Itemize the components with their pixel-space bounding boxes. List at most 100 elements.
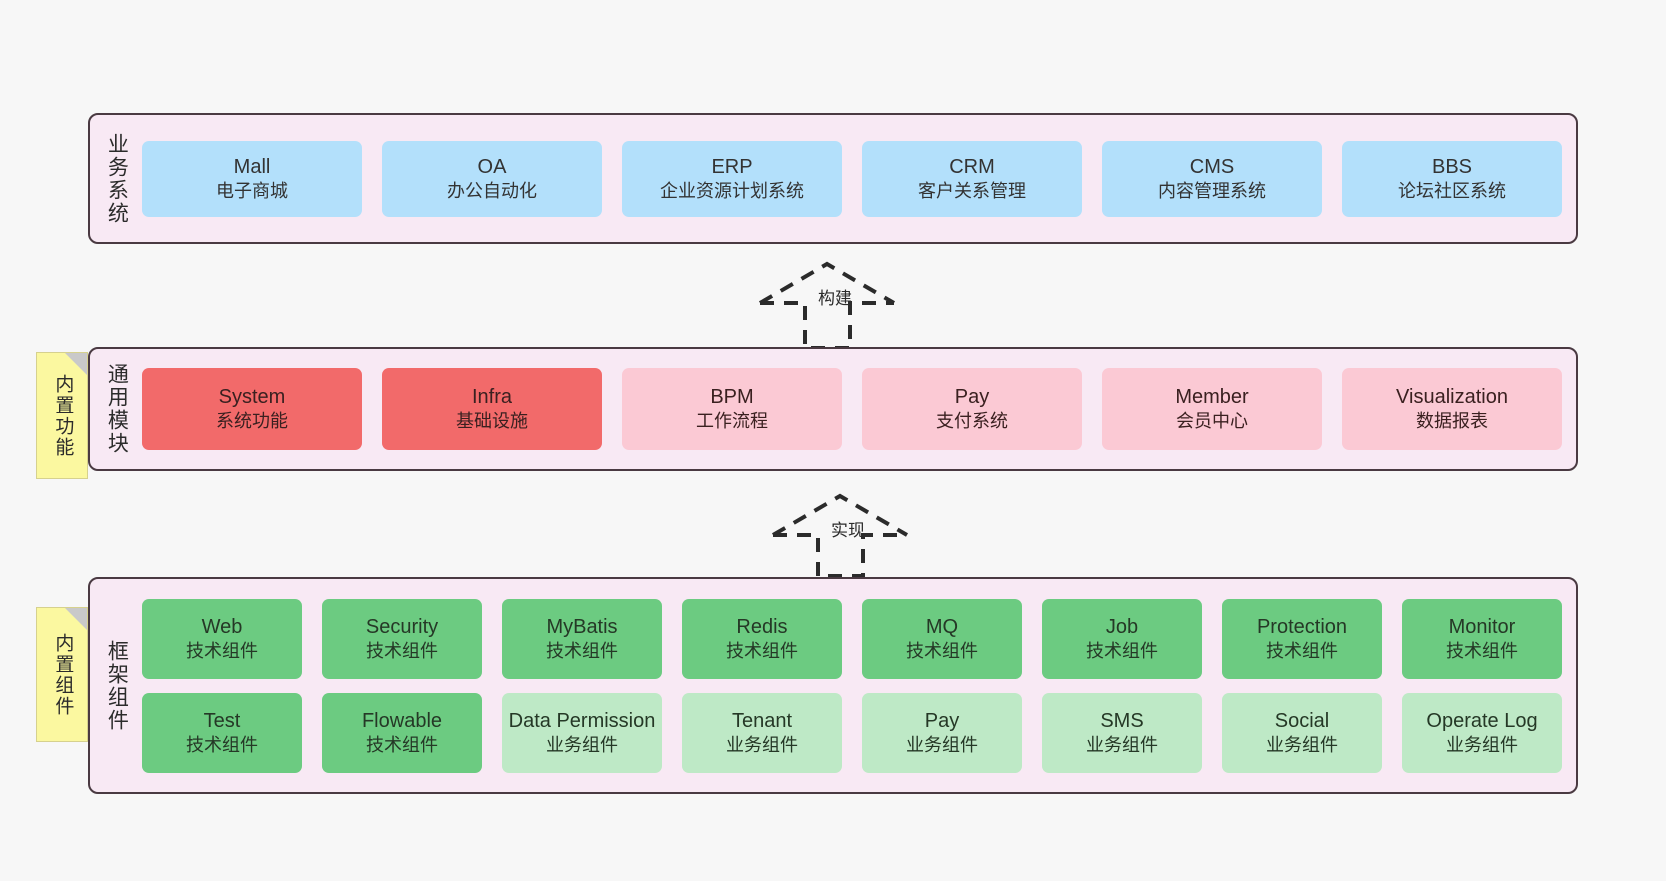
card-subtitle: 技术组件 <box>186 640 258 661</box>
card-row: Web 技术组件 Security 技术组件 MyBatis 技术组件 Redi… <box>142 598 1562 679</box>
card-social[interactable]: Social 业务组件 <box>1222 692 1382 773</box>
card-mybatis[interactable]: MyBatis 技术组件 <box>502 598 662 679</box>
card-title: Member <box>1175 386 1249 409</box>
card-subtitle: 内容管理系统 <box>1158 180 1266 201</box>
card-subtitle: 技术组件 <box>1446 640 1518 661</box>
card-job[interactable]: Job 技术组件 <box>1042 598 1202 679</box>
card-mall[interactable]: Mall 电子商城 <box>142 140 362 217</box>
card-subtitle: 技术组件 <box>906 640 978 661</box>
card-flowable[interactable]: Flowable 技术组件 <box>322 692 482 773</box>
card-erp[interactable]: ERP 企业资源计划系统 <box>622 140 842 217</box>
card-title: Tenant <box>731 709 793 732</box>
card-title: Visualization <box>1396 386 1508 409</box>
card-title: Pay <box>954 386 990 409</box>
card-subtitle: 业务组件 <box>1086 734 1158 755</box>
card-row: Test 技术组件 Flowable 技术组件 Data Permission … <box>142 692 1562 773</box>
card-subtitle: 企业资源计划系统 <box>660 180 804 201</box>
layer-body-framework-component: Web 技术组件 Security 技术组件 MyBatis 技术组件 Redi… <box>142 579 1576 792</box>
layer-body-common-module: System 系统功能 Infra 基础设施 BPM 工作流程 Pay 支付系统… <box>142 349 1576 469</box>
note-builtin-component: 内置组件 <box>36 607 88 742</box>
card-title: Mall <box>233 155 271 178</box>
card-protection[interactable]: Protection 技术组件 <box>1222 598 1382 679</box>
note-builtin-function: 内置功能 <box>36 352 88 479</box>
card-row: Mall 电子商城 OA 办公自动化 ERP 企业资源计划系统 CRM 客户关系… <box>142 140 1562 217</box>
card-test[interactable]: Test 技术组件 <box>142 692 302 773</box>
card-subtitle: 业务组件 <box>906 734 978 755</box>
card-title: Security <box>365 615 439 638</box>
card-title: Test <box>203 709 241 732</box>
card-subtitle: 数据报表 <box>1416 411 1488 432</box>
card-title: Redis <box>736 615 788 638</box>
card-member[interactable]: Member 会员中心 <box>1102 368 1322 450</box>
card-redis[interactable]: Redis 技术组件 <box>682 598 842 679</box>
card-system[interactable]: System 系统功能 <box>142 368 362 450</box>
card-title: Protection <box>1256 615 1348 638</box>
card-visualization[interactable]: Visualization 数据报表 <box>1342 368 1562 450</box>
card-pay[interactable]: Pay 支付系统 <box>862 368 1082 450</box>
layer-title-framework-component: 框架组件 <box>105 639 129 732</box>
card-monitor[interactable]: Monitor 技术组件 <box>1402 598 1562 679</box>
note-fold-icon <box>65 608 87 630</box>
card-subtitle: 电子商城 <box>216 180 288 201</box>
card-crm[interactable]: CRM 客户关系管理 <box>862 140 1082 217</box>
card-sms[interactable]: SMS 业务组件 <box>1042 692 1202 773</box>
card-subtitle: 支付系统 <box>936 411 1008 432</box>
generalization-arrow-icon <box>758 261 896 350</box>
card-subtitle: 办公自动化 <box>447 180 537 201</box>
card-subtitle: 会员中心 <box>1176 411 1248 432</box>
connector-label: 实现 <box>831 521 865 540</box>
card-data-permission[interactable]: Data Permission 业务组件 <box>502 692 662 773</box>
note-label: 内置组件 <box>52 632 74 717</box>
card-oa[interactable]: OA 办公自动化 <box>382 140 602 217</box>
card-subtitle: 技术组件 <box>1266 640 1338 661</box>
card-tenant[interactable]: Tenant 业务组件 <box>682 692 842 773</box>
card-title: Web <box>201 615 243 638</box>
layer-business-system: 业务系统 Mall 电子商城 OA 办公自动化 ERP 企业资源计划系统 CRM… <box>88 113 1578 244</box>
card-web[interactable]: Web 技术组件 <box>142 598 302 679</box>
generalization-arrow-icon <box>771 493 909 578</box>
card-title: Social <box>1274 709 1330 732</box>
card-title: MyBatis <box>546 615 618 638</box>
card-title: Data Permission <box>508 709 656 732</box>
card-infra[interactable]: Infra 基础设施 <box>382 368 602 450</box>
card-subtitle: 技术组件 <box>1086 640 1158 661</box>
card-title: SMS <box>1100 709 1144 732</box>
card-title: MQ <box>925 615 959 638</box>
connector-label: 构建 <box>818 289 852 308</box>
card-cms[interactable]: CMS 内容管理系统 <box>1102 140 1322 217</box>
card-title: Pay <box>924 709 960 732</box>
card-title: Monitor <box>1448 615 1516 638</box>
card-title: CRM <box>949 155 995 178</box>
card-bpm[interactable]: BPM 工作流程 <box>622 368 842 450</box>
card-title: Operate Log <box>1426 709 1538 732</box>
card-subtitle: 技术组件 <box>366 734 438 755</box>
card-title: CMS <box>1189 155 1235 178</box>
card-pay-business[interactable]: Pay 业务组件 <box>862 692 1022 773</box>
card-title: System <box>218 386 286 409</box>
card-bbs[interactable]: BBS 论坛社区系统 <box>1342 140 1562 217</box>
card-mq[interactable]: MQ 技术组件 <box>862 598 1022 679</box>
card-subtitle: 技术组件 <box>546 640 618 661</box>
card-subtitle: 技术组件 <box>366 640 438 661</box>
card-title: Flowable <box>361 709 443 732</box>
card-operate-log[interactable]: Operate Log 业务组件 <box>1402 692 1562 773</box>
card-security[interactable]: Security 技术组件 <box>322 598 482 679</box>
note-fold-icon <box>65 353 87 375</box>
connector-build: 构建 <box>755 258 905 350</box>
card-subtitle: 论坛社区系统 <box>1398 180 1506 201</box>
card-title: OA <box>477 155 507 178</box>
card-subtitle: 基础设施 <box>456 411 528 432</box>
layer-common-module: 通用模块 System 系统功能 Infra 基础设施 BPM 工作流程 Pay… <box>88 347 1578 471</box>
connector-implement: 实现 <box>768 490 918 578</box>
card-subtitle: 业务组件 <box>726 734 798 755</box>
card-subtitle: 业务组件 <box>1266 734 1338 755</box>
note-label: 内置功能 <box>52 373 74 458</box>
card-subtitle: 技术组件 <box>186 734 258 755</box>
card-title: Job <box>1105 615 1139 638</box>
card-subtitle: 业务组件 <box>1446 734 1518 755</box>
card-subtitle: 客户关系管理 <box>918 180 1026 201</box>
layer-framework-component: 框架组件 Web 技术组件 Security 技术组件 MyBatis 技术组件… <box>88 577 1578 794</box>
layer-title-business-system: 业务系统 <box>105 132 129 225</box>
card-row: System 系统功能 Infra 基础设施 BPM 工作流程 Pay 支付系统… <box>142 368 1562 450</box>
